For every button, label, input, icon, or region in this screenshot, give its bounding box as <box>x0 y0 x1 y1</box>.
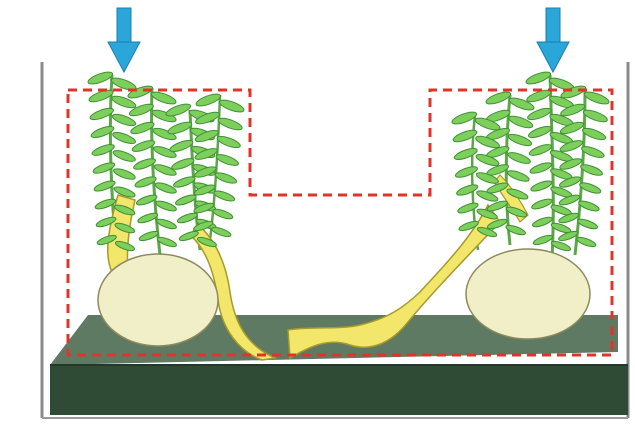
plant-leaf <box>155 199 178 213</box>
plant-leaf <box>577 217 599 230</box>
plant-leaf <box>576 236 597 249</box>
plant-leaf <box>212 207 234 221</box>
plant-leaf <box>156 217 178 230</box>
plant-leaf <box>216 134 242 150</box>
plant-leaf <box>529 161 553 176</box>
plant-leaf <box>531 197 554 211</box>
arrow-down-icon <box>108 8 140 72</box>
plant-leaf <box>174 193 197 207</box>
plant-leaf <box>217 116 243 132</box>
plant-leaf <box>457 201 479 215</box>
plant-leaf <box>87 70 114 87</box>
plant-leaf <box>583 90 610 107</box>
arrow-down-icon <box>537 8 569 72</box>
plant-leaf <box>150 90 177 107</box>
plant-leaf <box>454 165 478 180</box>
plant-leaf <box>154 181 177 195</box>
plant-leaf <box>452 128 478 144</box>
plant-leaf <box>507 150 532 165</box>
plant-leaf <box>218 98 245 115</box>
plant-leaf <box>532 234 553 247</box>
plant-leaf <box>167 120 193 136</box>
plant-leaf <box>525 70 552 87</box>
plant-leaf <box>578 199 601 213</box>
plant-leaf <box>506 169 530 184</box>
right-stone <box>466 249 590 339</box>
plant-leaf <box>455 183 478 197</box>
left-stone <box>98 254 218 346</box>
plant-leaf <box>169 138 195 154</box>
plant-leaf <box>213 189 236 203</box>
plant-leaf <box>211 226 232 239</box>
plant-leaf <box>171 156 196 171</box>
plant-leaf <box>453 146 478 162</box>
plant-leaf <box>214 171 238 186</box>
plant-leaf <box>112 167 136 182</box>
plant-leaf <box>138 230 159 243</box>
plant-leaf <box>530 179 553 193</box>
plant-leaf <box>195 92 222 109</box>
right-plant-leaves <box>451 70 611 253</box>
plant-leaf <box>531 215 553 228</box>
plant-leaf <box>215 152 240 167</box>
plant-leaf <box>176 211 198 224</box>
substrate-front <box>50 365 628 415</box>
plant-leaf <box>582 108 609 124</box>
